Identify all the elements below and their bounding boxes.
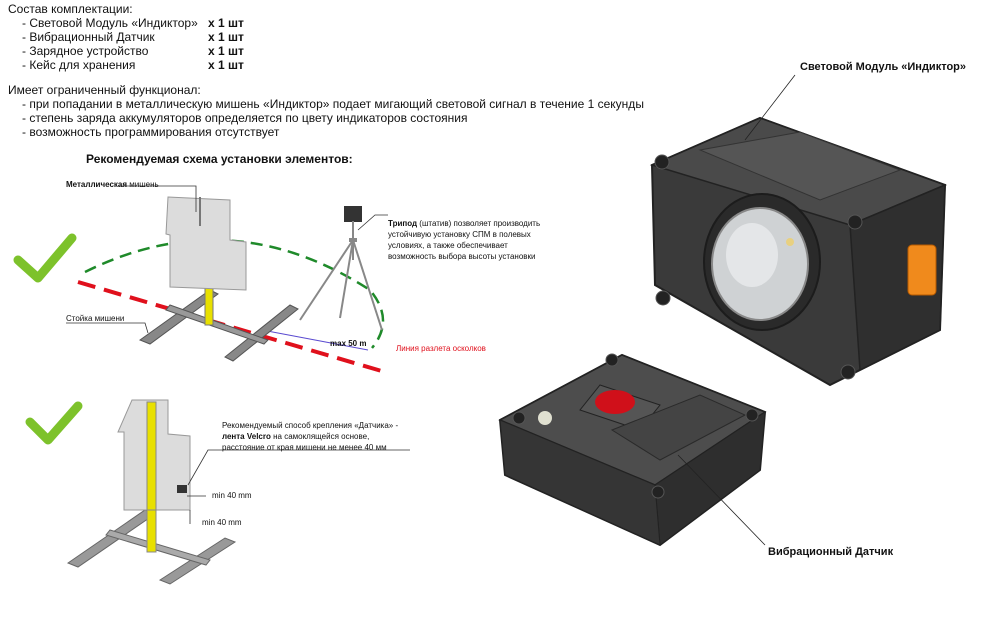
- stand-label: Стойка мишени: [66, 314, 125, 323]
- checkmark-icon: [25, 401, 83, 445]
- checkmark-icon: [13, 233, 77, 283]
- installation-diagram: [13, 185, 410, 585]
- tripod: [299, 206, 383, 331]
- kit-item-qty: x 1 шт: [208, 44, 244, 58]
- target-stand-2: [66, 399, 410, 585]
- kit-item-qty: x 1 шт: [208, 58, 244, 72]
- kit-title: Состав комплектации:: [8, 2, 133, 16]
- kit-item-name: - Зарядное устройство: [22, 44, 149, 58]
- kit-item-qty: x 1 шт: [208, 16, 244, 30]
- sensor-mount-description: Рекомендуемый способ крепления «Датчика»…: [222, 421, 399, 452]
- feature-item: - возможность программирования отсутству…: [22, 125, 280, 139]
- target-label: Металлическая мишень: [66, 180, 159, 189]
- feature-item: - степень заряда аккумуляторов определяе…: [22, 111, 468, 125]
- fragment-line-label: Линия разлета осколков: [396, 344, 486, 353]
- light-module-render: [649, 74, 948, 387]
- distance-line: [261, 329, 369, 351]
- green-arc: [84, 238, 385, 349]
- vibration-sensor-label: Вибрационный Датчик: [768, 546, 894, 558]
- kit-item-name: - Световой Модуль «Индиктор»: [22, 16, 198, 30]
- min-distance-label: min 40 mm: [212, 491, 252, 500]
- kit-item-name: - Кейс для хранения: [22, 58, 136, 72]
- distance-label: max 50 m: [330, 339, 367, 348]
- feature-item: - при попадании в металлическую мишень «…: [22, 97, 644, 111]
- min-distance-label: min 40 mm: [202, 518, 242, 527]
- vibration-sensor-render: [498, 353, 767, 547]
- light-module-label: Световой Модуль «Индиктор»: [800, 61, 966, 73]
- product-renders: [498, 74, 948, 547]
- scheme-title: Рекомендуемая схема установки элементов:: [86, 152, 353, 166]
- tripod-description: Трипод (штатив) позволяет производить ус…: [388, 219, 541, 261]
- target-stand-1: [138, 196, 299, 362]
- kit-item-name: - Вибрационный Датчик: [22, 30, 155, 44]
- features-title: Имеет ограниченный функционал:: [8, 83, 201, 97]
- kit-item-qty: x 1 шт: [208, 30, 244, 44]
